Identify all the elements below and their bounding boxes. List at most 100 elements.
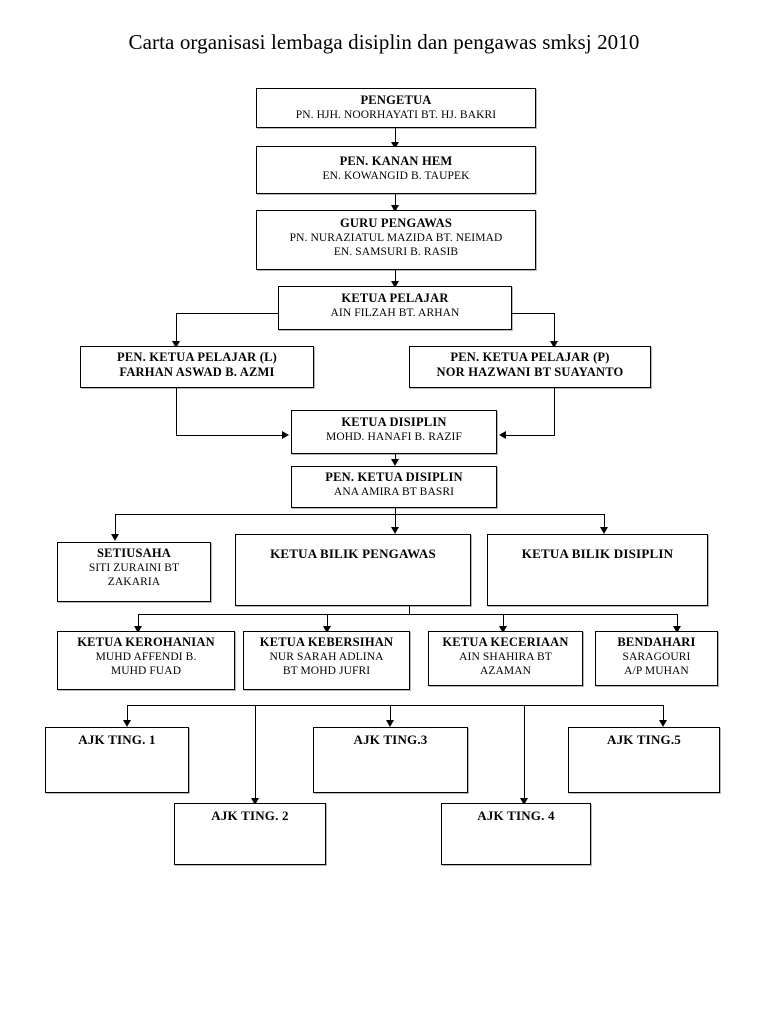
node-ketua-pelajar[interactable]: KETUA PELAJAR AIN FILZAH BT. ARHAN [278, 286, 512, 330]
node-pen-ketua-pelajar-perempuan-name: NOR HAZWANI BT SUAYANTO [436, 365, 624, 379]
connector-kp-left-horizontal [176, 313, 279, 314]
arrow-to-kerohanian [134, 626, 142, 633]
node-ajk-ting-4-title: AJK TING. 4 [477, 808, 555, 823]
node-bendahari-name-1: SARAGOURI [622, 651, 691, 663]
arrow-pkpp-to-kd [499, 431, 506, 439]
node-bendahari-title: BENDAHARI [617, 635, 696, 649]
connector-drop-kebersihan [327, 614, 328, 627]
connector-drop-ajk2 [255, 705, 256, 799]
node-pen-ketua-pelajar-lelaki-name: FARHAN ASWAD B. AZMI [119, 365, 275, 379]
connector-drop-ajk4 [524, 705, 525, 799]
node-pen-ketua-pelajar-lelaki[interactable]: PEN. KETUA PELAJAR (L) FARHAN ASWAD B. A… [80, 346, 314, 388]
connector-ajk-bus [127, 705, 663, 706]
node-ketua-pelajar-title: KETUA PELAJAR [341, 291, 449, 305]
node-pengetua-title: PENGETUA [360, 93, 432, 107]
arrow-to-ajk1 [123, 720, 131, 727]
arrow-kp-to-pkp-right [550, 341, 558, 348]
node-pengetua-name: PN. HJH. NOORHAYATI BT. HJ. BAKRI [295, 109, 497, 121]
node-setiusaha-title: SETIUSAHA [96, 546, 172, 560]
node-ajk-ting-2-title: AJK TING. 2 [211, 808, 289, 823]
connector-pkd-drop-bilik-disiplin [604, 514, 605, 528]
connector-pkd-drop-setiusaha [115, 514, 116, 535]
node-ketua-disiplin-name: MOHD. HANAFI B. RAZIF [326, 431, 462, 443]
arrow-to-keceriaan [499, 626, 507, 633]
node-ketua-bilik-disiplin[interactable]: KETUA BILIK DISIPLIN [487, 534, 708, 606]
node-ajk-ting-4[interactable]: AJK TING. 4 [441, 803, 591, 865]
node-setiusaha-name-1: SITI ZURAINI BT [88, 562, 180, 574]
arrow-to-ajk5 [659, 720, 667, 727]
node-guru-pengawas-name-1: PN. NURAZIATUL MAZIDA BT. NEIMAD [289, 232, 503, 244]
node-ketua-keceriaan[interactable]: KETUA KECERIAAN AIN SHAHIRA BT AZAMAN [428, 631, 583, 686]
connector-kbp-stem [409, 606, 410, 615]
node-guru-pengawas-title: GURU PENGAWAS [340, 216, 452, 230]
connector-kp-left-vertical [176, 313, 177, 342]
page-title: Carta organisasi lembaga disiplin dan pe… [128, 30, 640, 54]
arrow-to-kebersihan [323, 626, 331, 633]
connector-committee-bus [138, 614, 678, 615]
connector-drop-kerohanian [138, 614, 139, 627]
connector-pkd-drop-bilik-pengawas [395, 514, 396, 528]
arrow-pkpl-to-kd [282, 431, 289, 439]
node-guru-pengawas-name-2: EN. SAMSURI B. RASIB [333, 246, 459, 258]
node-ajk-ting-3[interactable]: AJK TING.3 [313, 727, 468, 793]
node-ketua-bilik-disiplin-title: KETUA BILIK DISIPLIN [521, 546, 674, 561]
connector-hem-to-guru [395, 194, 396, 206]
node-pen-ketua-pelajar-perempuan[interactable]: PEN. KETUA PELAJAR (P) NOR HAZWANI BT SU… [409, 346, 651, 388]
node-ketua-disiplin[interactable]: KETUA DISIPLIN MOHD. HANAFI B. RAZIF [291, 410, 497, 454]
node-bendahari[interactable]: BENDAHARI SARAGOURI A/P MUHAN [595, 631, 718, 686]
node-ketua-kebersihan-title: KETUA KEBERSIHAN [259, 635, 394, 649]
arrow-pkd-to-bilik-disiplin [600, 527, 608, 534]
arrow-to-ajk2 [251, 798, 259, 805]
node-pen-kanan-hem-name: EN. KOWANGID B. TAUPEK [322, 170, 470, 182]
node-ajk-ting-5[interactable]: AJK TING.5 [568, 727, 720, 793]
node-ajk-ting-2[interactable]: AJK TING. 2 [174, 803, 326, 865]
connector-pkd-stem [395, 508, 396, 515]
connector-drop-ajk1 [127, 705, 128, 721]
node-ketua-kebersihan-name-1: NUR SARAH ADLINA [269, 651, 384, 663]
node-ketua-kerohanian-name-2: MUHD FUAD [110, 665, 182, 677]
connector-guru-to-ketua-pelajar [395, 270, 396, 282]
node-setiusaha[interactable]: SETIUSAHA SITI ZURAINI BT ZAKARIA [57, 542, 211, 602]
node-ketua-kerohanian-title: KETUA KEROHANIAN [77, 635, 215, 649]
node-ketua-bilik-pengawas[interactable]: KETUA BILIK PENGAWAS [235, 534, 471, 606]
node-pen-ketua-disiplin-name: ANA AMIRA BT BASRI [333, 486, 455, 498]
node-ajk-ting-5-title: AJK TING.5 [607, 732, 681, 747]
node-ketua-kebersihan-name-2: BT MOHD JUFRI [282, 665, 371, 677]
node-bendahari-name-2: A/P MUHAN [624, 665, 689, 677]
arrow-to-ajk3 [386, 720, 394, 727]
connector-pkd-bus [115, 514, 605, 515]
node-pen-kanan-hem-title: PEN. KANAN HEM [339, 154, 453, 168]
node-pen-ketua-disiplin[interactable]: PEN. KETUA DISIPLIN ANA AMIRA BT BASRI [291, 466, 497, 508]
node-pen-kanan-hem[interactable]: PEN. KANAN HEM EN. KOWANGID B. TAUPEK [256, 146, 536, 194]
arrow-kd-to-pkd [391, 459, 399, 466]
node-ketua-kerohanian-name-1: MUHD AFFENDI B. [95, 651, 197, 663]
node-ketua-kebersihan[interactable]: KETUA KEBERSIHAN NUR SARAH ADLINA BT MOH… [243, 631, 410, 690]
connector-pkpl-to-kd [176, 435, 282, 436]
connector-kp-right-horizontal [511, 313, 555, 314]
node-ketua-kerohanian[interactable]: KETUA KEROHANIAN MUHD AFFENDI B. MUHD FU… [57, 631, 235, 690]
connector-pkpl-down [176, 388, 177, 436]
node-setiusaha-name-2: ZAKARIA [107, 576, 161, 588]
node-ketua-keceriaan-name-2: AZAMAN [479, 665, 532, 677]
node-ketua-keceriaan-title: KETUA KECERIAAN [442, 635, 569, 649]
node-pen-ketua-disiplin-title: PEN. KETUA DISIPLIN [325, 470, 463, 484]
node-guru-pengawas[interactable]: GURU PENGAWAS PN. NURAZIATUL MAZIDA BT. … [256, 210, 536, 270]
arrow-pengetua-to-hem [391, 142, 399, 149]
connector-drop-ajk5 [663, 705, 664, 721]
connector-pkpp-down [554, 388, 555, 436]
arrow-pkd-to-bilik-pengawas [391, 527, 399, 534]
connector-drop-keceriaan [503, 614, 504, 627]
node-ajk-ting-1[interactable]: AJK TING. 1 [45, 727, 189, 793]
connector-pkpp-to-kd [506, 435, 555, 436]
arrow-to-bendahari [673, 626, 681, 633]
arrow-to-ajk4 [520, 798, 528, 805]
connector-drop-bendahari [677, 614, 678, 627]
arrow-kp-to-pkp-left [172, 341, 180, 348]
node-ketua-pelajar-name: AIN FILZAH BT. ARHAN [330, 307, 460, 319]
node-pengetua[interactable]: PENGETUA PN. HJH. NOORHAYATI BT. HJ. BAK… [256, 88, 536, 128]
connector-kp-right-vertical [554, 313, 555, 342]
connector-pengetua-to-hem [395, 128, 396, 143]
arrow-pkd-to-setiusaha [111, 534, 119, 541]
node-ketua-keceriaan-name-1: AIN SHAHIRA BT [459, 651, 552, 663]
